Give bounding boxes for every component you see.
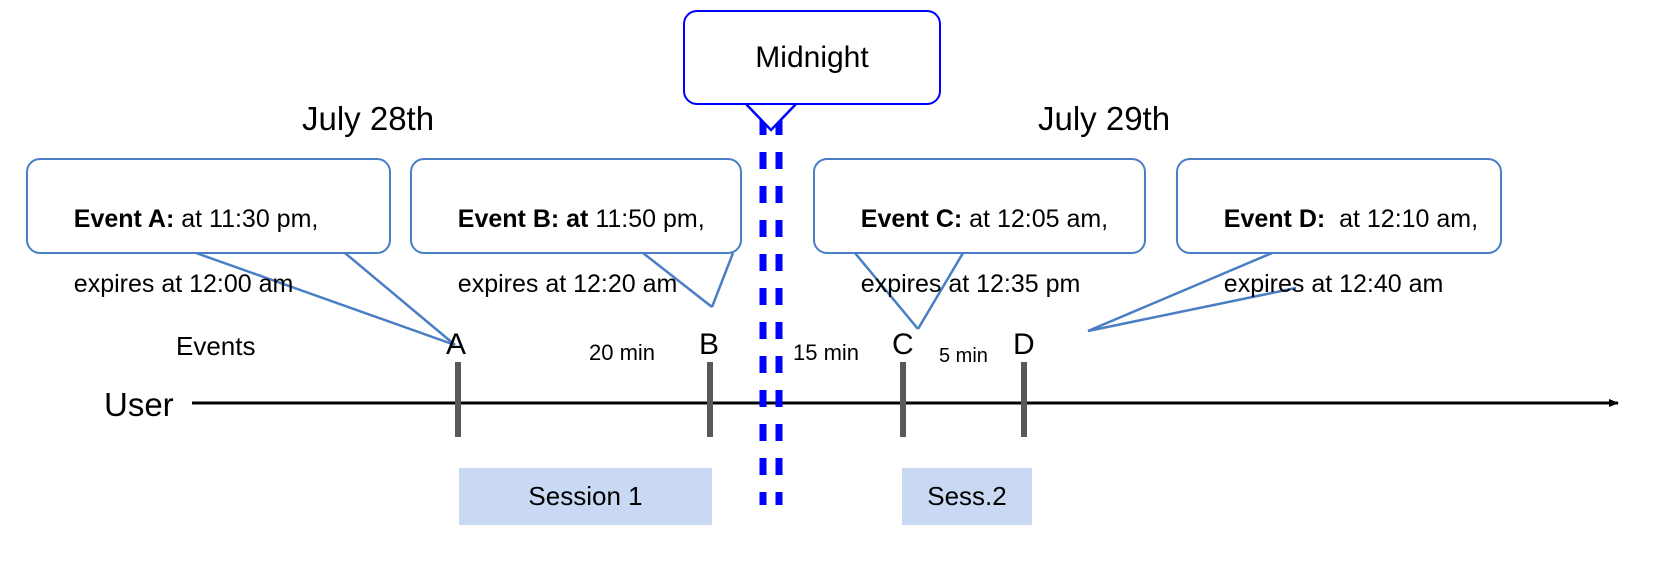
day-label-july-29: July 29th [1038, 100, 1171, 137]
gap-label-b-to-c: 15 min [793, 340, 860, 365]
callout-event-d-line1: Event D: at 12:10 am, [1224, 205, 1478, 233]
callout-event-d-line2: expires at 12:40 am [1223, 269, 1444, 298]
axis-label-events: Events [176, 331, 256, 361]
callout-event-d: Event D: at 12:10 am, expires at 12:40 a… [1176, 158, 1502, 298]
event-letter-d: D [1013, 328, 1035, 361]
callout-event-d-bold: Event D: [1223, 204, 1326, 233]
callout-event-a-rest: at 11:30 pm, [174, 204, 319, 233]
midnight-callout: Midnight [683, 10, 941, 105]
axis-row-label-user: User [104, 386, 174, 423]
callout-event-c: Event C: at 12:05 am, expires at 12:35 p… [813, 158, 1146, 298]
callout-event-b-rest: 11:50 pm, [588, 204, 705, 233]
midnight-label: Midnight [755, 40, 869, 74]
session-box-1: Session 1 [459, 468, 712, 525]
callout-event-c-rest: at 12:05 am, [962, 204, 1109, 233]
gap-label-a-to-b: 20 min [589, 340, 656, 365]
event-letter-c: C [892, 328, 914, 361]
callout-event-c-line1: Event C: at 12:05 am, [861, 205, 1108, 233]
session-box-2: Sess.2 [902, 468, 1032, 525]
callout-event-a-bold: Event A: [73, 204, 175, 233]
callout-event-a: Event A: at 11:30 pm, expires at 12:00 a… [26, 158, 391, 298]
callout-event-c-bold: Event C: [860, 204, 963, 233]
leader-event-b-2 [710, 252, 735, 308]
day-label-july-28: July 28th [302, 100, 435, 137]
event-letter-b: B [699, 328, 720, 361]
callout-event-d-rest: at 12:10 am, [1325, 204, 1479, 233]
session-1-label: Session 1 [528, 481, 643, 511]
callout-event-a-line1: Event A: at 11:30 pm, [74, 205, 319, 233]
callout-event-b-line2: expires at 12:20 am [457, 269, 678, 298]
callout-event-c-line2: expires at 12:35 pm [860, 269, 1081, 298]
gap-label-c-to-d: 5 min [939, 345, 988, 367]
callout-event-b: Event B: at 11:50 pm, expires at 12:20 a… [410, 158, 742, 298]
callout-event-a-line2: expires at 12:00 am [73, 269, 294, 298]
callout-event-b-line1: Event B: at 11:50 pm, [458, 205, 705, 233]
event-letter-a: A [446, 328, 467, 361]
midnight-tail [744, 102, 798, 132]
callout-event-b-bold: Event B: at [457, 204, 589, 233]
session-2-label: Sess.2 [927, 481, 1007, 511]
